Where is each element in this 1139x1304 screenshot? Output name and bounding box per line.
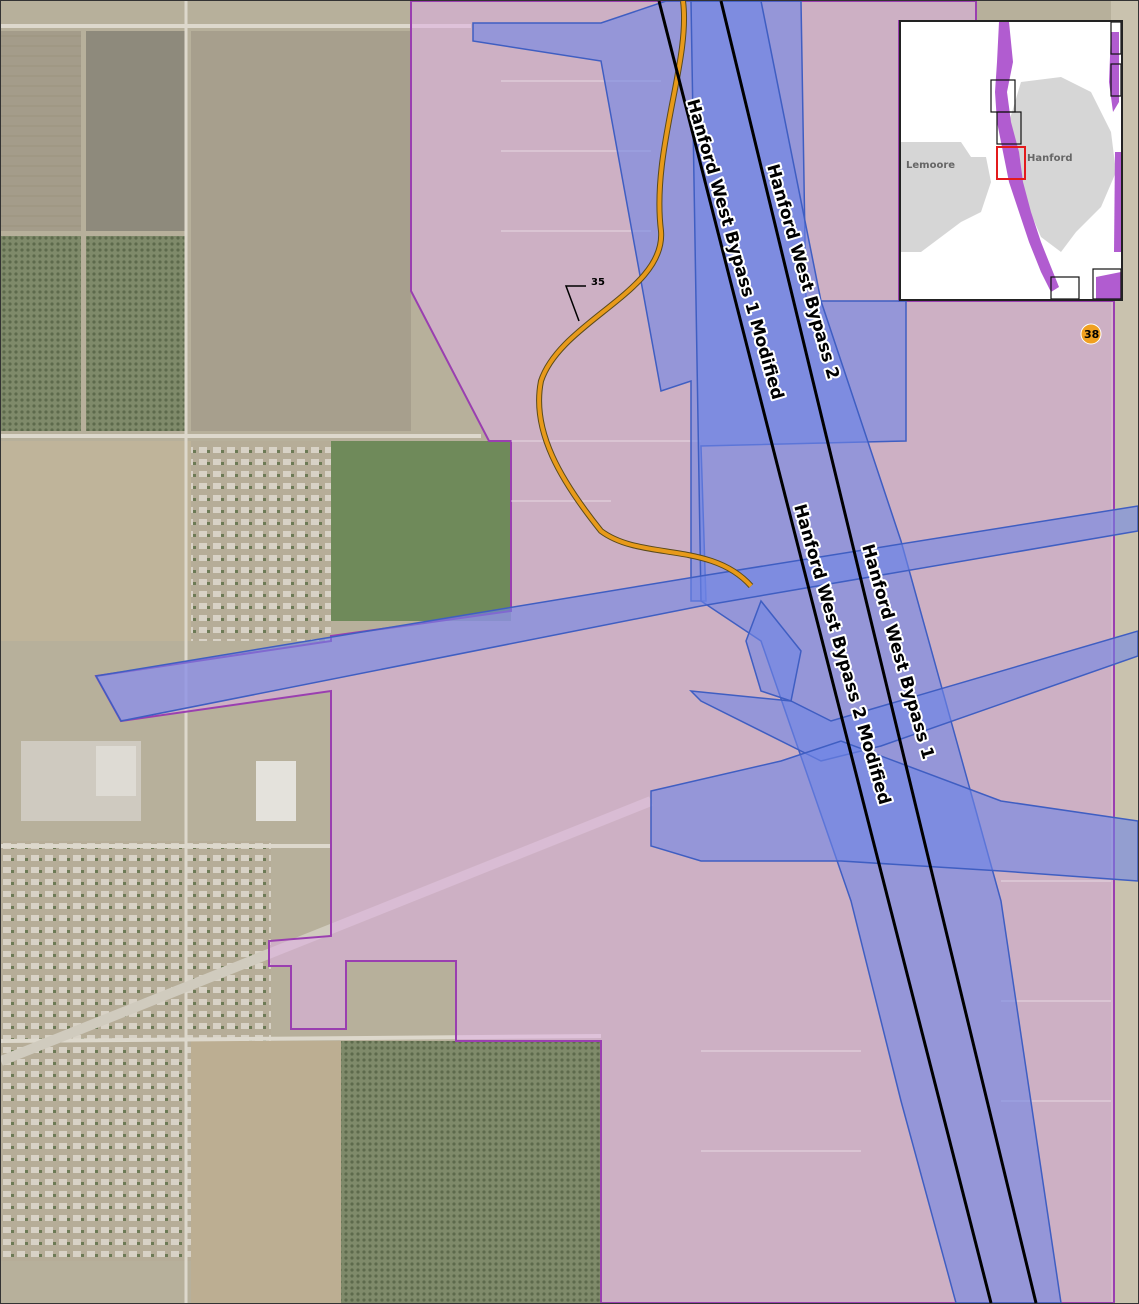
inset-index-box xyxy=(1110,22,1121,55)
inset-locator-map[interactable]: Lemoore Hanford xyxy=(899,20,1123,301)
inset-index-box xyxy=(1050,276,1080,299)
inset-index-box xyxy=(1110,63,1121,97)
inset-corridor-south xyxy=(1096,272,1121,299)
inset-lemoore-area xyxy=(901,142,991,252)
marker-38[interactable]: 38 xyxy=(1080,323,1102,345)
field-parcel xyxy=(86,31,186,231)
housing-area xyxy=(191,441,331,641)
orchard-parcel xyxy=(1,236,81,431)
orchard-parcel xyxy=(86,236,186,431)
building xyxy=(256,761,296,821)
field-parcel xyxy=(191,1041,341,1303)
field-parcel xyxy=(191,31,411,431)
footprint-interchange xyxy=(650,740,1138,882)
inset-index-box xyxy=(996,111,1022,145)
inset-corridor-east2 xyxy=(1114,152,1121,252)
inset-label-hanford: Hanford xyxy=(1027,153,1073,164)
footprint-west-road xyxy=(94,505,1138,722)
footprint-east-road xyxy=(688,630,1138,762)
alignment-hwb1-modified xyxy=(657,1,993,1303)
orange-route xyxy=(536,1,754,589)
green-field xyxy=(331,441,511,621)
field-parcel xyxy=(1,441,191,641)
alignment-lines xyxy=(657,1,1038,1303)
project-footprint xyxy=(94,1,1138,1303)
callout-35-label: 35 xyxy=(591,277,605,288)
inset-hanford-area xyxy=(1006,77,1116,252)
parcel-lines xyxy=(501,80,1111,1152)
inset-label-lemoore: Lemoore xyxy=(906,160,955,171)
building xyxy=(96,746,136,796)
orchard-parcel xyxy=(341,1041,601,1303)
callout-35: 35 xyxy=(564,277,605,322)
field-parcel xyxy=(1,31,81,231)
inset-current-extent xyxy=(996,146,1026,180)
footprint-ramp xyxy=(745,599,802,702)
inset-map-svg: Lemoore Hanford xyxy=(901,22,1121,299)
alignment-hwb2 xyxy=(719,1,1038,1303)
marker-38-label: 38 xyxy=(1084,328,1099,341)
inset-index-box xyxy=(1092,268,1121,299)
inset-corridor xyxy=(995,22,1059,292)
